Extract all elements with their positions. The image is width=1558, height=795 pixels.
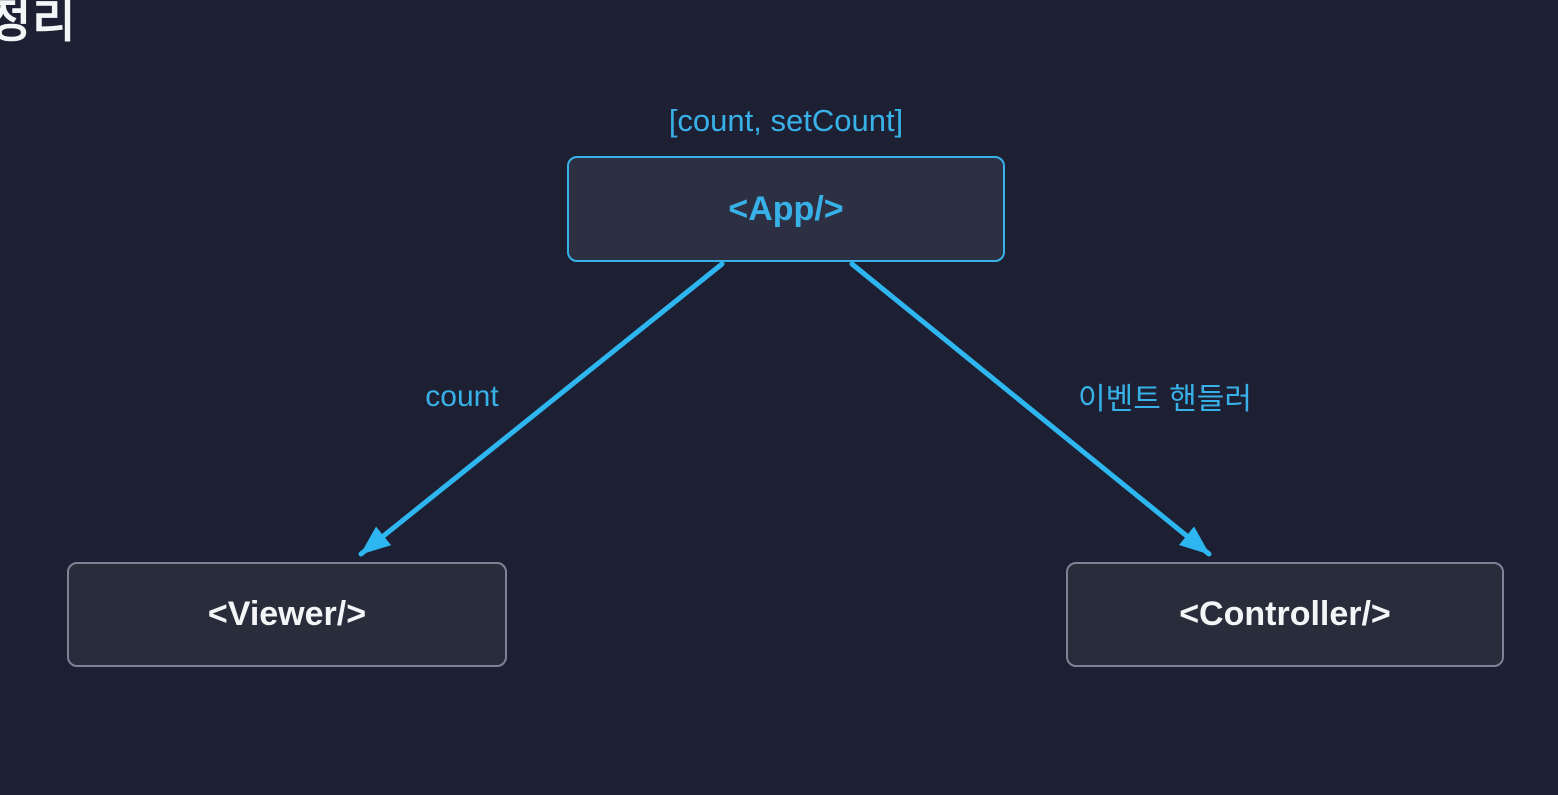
viewer-node: <Viewer/> [67,562,507,667]
controller-node-label: <Controller/> [1179,595,1391,633]
arrow-app-to-viewer [358,261,725,557]
state-label: [count, setCount] [668,103,904,138]
page-title: 정리 [0,0,77,47]
viewer-node-label: <Viewer/> [207,595,367,633]
controller-node: <Controller/> [1066,562,1504,667]
edge-label-event-handler: 이벤트 핸들러 [1078,383,1252,416]
app-node: <App/> [567,156,1005,262]
app-node-label: <App/> [728,189,844,228]
edge-label-count: count [425,380,499,413]
